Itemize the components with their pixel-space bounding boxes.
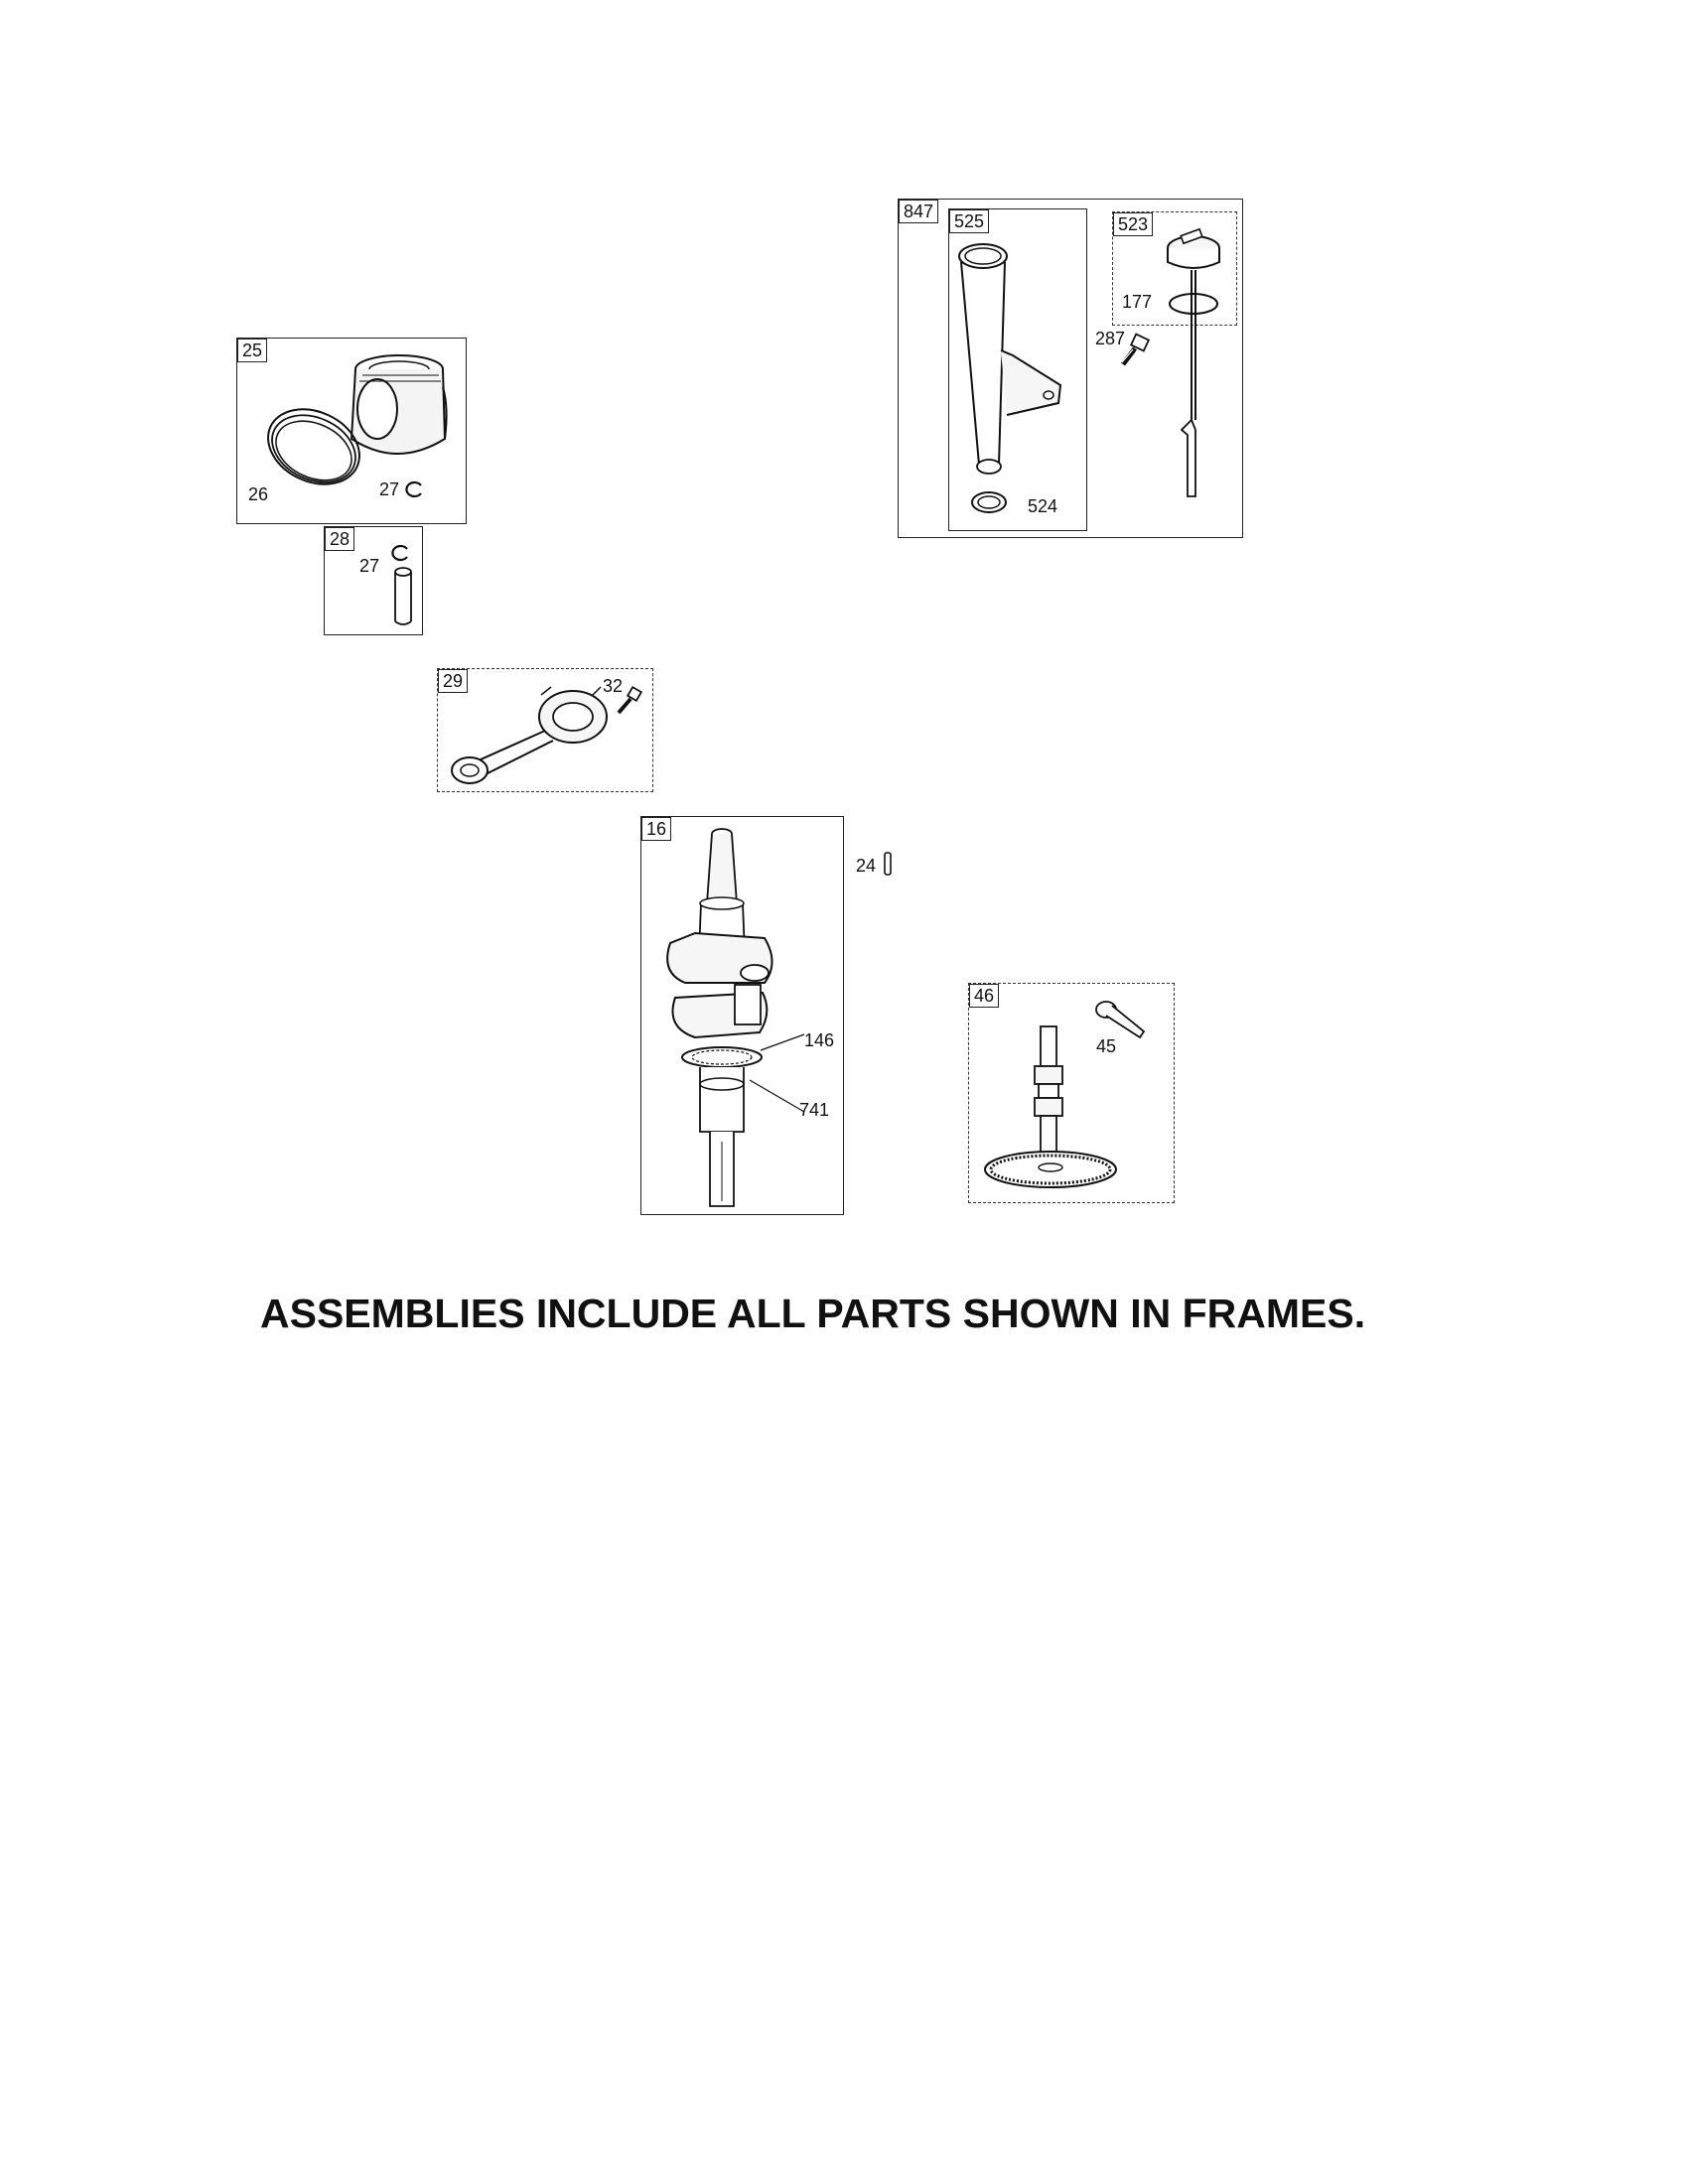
piston-frame-id: 25 (237, 339, 268, 362)
dipstick-outer-frame-id: 847 (899, 200, 939, 223)
crank-key-callout: 741 (799, 1100, 830, 1120)
screw-287-icon (1121, 333, 1151, 366)
dipstick-assembly-frame (898, 199, 1243, 538)
retaining-ring-icon (405, 480, 422, 498)
assembly-note: ASSEMBLIES INCLUDE ALL PARTS SHOWN IN FR… (260, 1291, 1366, 1336)
dipstick-tube-frame (948, 208, 1087, 531)
crankshaft-frame-id: 16 (641, 817, 672, 841)
rod-screw-callout: 32 (603, 676, 624, 696)
piston-lock-callout: 27 (379, 479, 400, 499)
crank-gear-callout: 146 (804, 1030, 835, 1050)
dipstick-frame-id: 523 (1113, 212, 1154, 236)
valve-lifter-icon (1095, 1001, 1146, 1039)
retaining-ring-icon (391, 544, 408, 562)
pin-lock-callout: 27 (359, 556, 380, 576)
piston-pin-frame (324, 526, 423, 635)
connecting-rod-icon (451, 686, 608, 784)
tube-seal-callout: 524 (1028, 496, 1058, 516)
screw-287-callout: 287 (1095, 329, 1126, 348)
dipstick-icon (1167, 227, 1220, 497)
piston-rings-icon (267, 408, 360, 485)
rod-screw-icon (617, 685, 643, 715)
key-24-icon (884, 852, 892, 876)
dipstick-tube-icon (958, 243, 1062, 513)
connecting-rod-frame (437, 668, 653, 792)
camshaft-frame (968, 983, 1175, 1203)
piston-icon (350, 354, 448, 455)
crankshaft-frame (640, 816, 844, 1215)
camshaft-lifter-callout: 45 (1096, 1036, 1117, 1056)
wrist-pin-icon (394, 567, 412, 625)
dipstick-tube-frame-id: 525 (949, 209, 990, 233)
pin-frame-id: 28 (325, 527, 355, 551)
dipstick-oring-callout: 177 (1122, 292, 1153, 312)
crankshaft-icon (666, 828, 805, 1207)
camshaft-frame-id: 46 (969, 984, 1000, 1008)
dipstick-frame (1112, 211, 1237, 326)
key-24-callout: 24 (856, 856, 877, 876)
rod-frame-id: 29 (438, 669, 469, 693)
camshaft-icon (984, 1025, 1117, 1188)
piston-rings-callout: 26 (248, 484, 269, 504)
piston-assembly-frame (236, 338, 467, 524)
